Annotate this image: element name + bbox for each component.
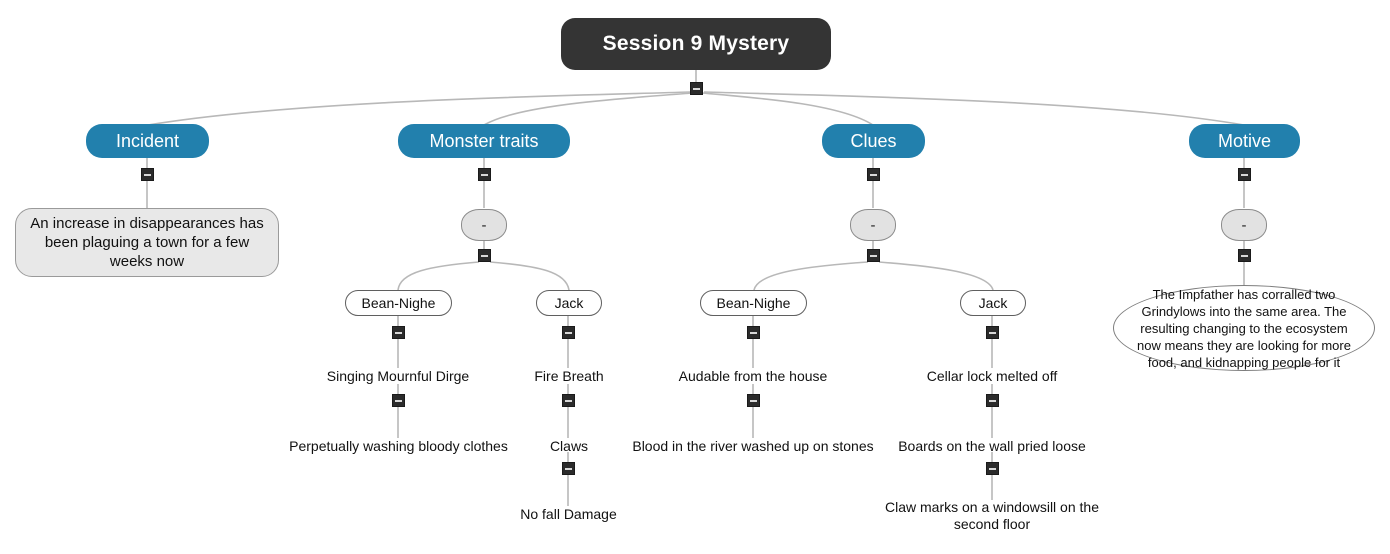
toggle-clues-jack[interactable] [986, 326, 999, 339]
leaf-monster-bean-trait-2[interactable]: Perpetually washing bloody clothes [281, 436, 516, 456]
toggle-clues-jack-trait-2[interactable] [986, 462, 999, 475]
sub-node-monster-bean-nighe-label: Bean-Nighe [361, 295, 436, 311]
leaf-clues-bean-trait-2-label: Blood in the river washed up on stones [632, 437, 874, 454]
note-motive[interactable]: The Impfather has corralled two Grindylo… [1113, 285, 1375, 371]
toggle-clues-oval[interactable] [867, 249, 880, 262]
root-node-label: Session 9 Mystery [602, 32, 790, 55]
edge-monster-to-bean [397, 261, 480, 291]
leaf-monster-jack-trait-2[interactable]: Claws [518, 436, 620, 456]
edge-root-to-incident [147, 91, 691, 126]
toggle-monster-bean-nighe[interactable] [392, 326, 405, 339]
leaf-monster-jack-trait-1[interactable]: Fire Breath [504, 366, 634, 386]
toggle-clues[interactable] [867, 168, 880, 181]
branch-label-motive: Motive [1217, 130, 1271, 151]
leaf-clues-jack-trait-3[interactable]: Claw marks on a windowsill on the second… [884, 498, 1100, 534]
leaf-clues-jack-trait-1[interactable]: Cellar lock melted off [912, 366, 1072, 386]
toggle-monster-jack[interactable] [562, 326, 575, 339]
sub-node-monster-bean-nighe[interactable]: Bean-Nighe [345, 290, 452, 316]
collapse-oval-clues-label: - [870, 216, 876, 234]
branch-node-clues[interactable]: Clues [822, 124, 925, 158]
leaf-monster-jack-trait-2-label: Claws [549, 437, 589, 454]
toggle-monster-traits-oval[interactable] [478, 249, 491, 262]
toggle-clues-jack-trait-1[interactable] [986, 394, 999, 407]
sub-node-monster-jack-label: Jack [554, 295, 584, 311]
branch-node-motive[interactable]: Motive [1189, 124, 1300, 158]
leaf-monster-jack-trait-3[interactable]: No fall Damage [500, 504, 637, 524]
note-incident[interactable]: An increase in disappearances has been p… [15, 208, 279, 277]
edge-root-to-clues [701, 92, 874, 126]
branch-node-incident[interactable]: Incident [86, 124, 209, 158]
leaf-monster-jack-trait-3-label: No fall Damage [520, 505, 617, 522]
toggle-monster-jack-trait-1[interactable] [562, 394, 575, 407]
toggle-monster-bean-trait-1[interactable] [392, 394, 405, 407]
leaf-clues-jack-trait-2[interactable]: Boards on the wall pried loose [888, 436, 1096, 456]
toggle-incident[interactable] [141, 168, 154, 181]
collapse-oval-monster-traits-label: - [481, 216, 487, 234]
leaf-monster-bean-trait-1[interactable]: Singing Mournful Dirge [298, 366, 498, 386]
edge-clues-to-jack [878, 261, 994, 291]
toggle-monster-jack-trait-2[interactable] [562, 462, 575, 475]
branch-label-incident: Incident [115, 130, 180, 151]
collapse-oval-motive[interactable]: - [1221, 209, 1267, 241]
leaf-monster-bean-trait-2-label: Perpetually washing bloody clothes [289, 437, 508, 454]
sub-node-monster-jack[interactable]: Jack [536, 290, 602, 316]
edge-root-to-motive [703, 91, 1245, 126]
edge-root-to-monster [483, 92, 693, 126]
branch-label-clues: Clues [850, 130, 897, 151]
toggle-root[interactable] [690, 82, 703, 95]
branch-node-monster-traits[interactable]: Monster traits [398, 124, 570, 158]
note-motive-text: The Impfather has corralled two Grindylo… [1137, 286, 1351, 370]
root-node[interactable]: Session 9 Mystery [561, 18, 831, 70]
leaf-clues-bean-trait-1-label: Audable from the house [678, 367, 828, 384]
toggle-motive-oval[interactable] [1238, 249, 1251, 262]
leaf-clues-bean-trait-2[interactable]: Blood in the river washed up on stones [627, 436, 879, 456]
toggle-clues-bean-trait-1[interactable] [747, 394, 760, 407]
toggle-motive[interactable] [1238, 168, 1251, 181]
note-incident-text: An increase in disappearances has been p… [30, 215, 264, 270]
collapse-oval-motive-label: - [1241, 216, 1247, 234]
sub-node-clues-jack-label: Jack [978, 295, 1008, 311]
leaf-clues-jack-trait-1-label: Cellar lock melted off [926, 367, 1058, 384]
toggle-monster-traits[interactable] [478, 168, 491, 181]
sub-node-clues-bean-nighe[interactable]: Bean-Nighe [700, 290, 807, 316]
edge-clues-to-bean [753, 261, 869, 291]
leaf-monster-jack-trait-1-label: Fire Breath [534, 367, 604, 384]
collapse-oval-monster-traits[interactable]: - [461, 209, 507, 241]
sub-node-clues-jack[interactable]: Jack [960, 290, 1026, 316]
sub-node-clues-bean-nighe-label: Bean-Nighe [716, 295, 791, 311]
leaf-monster-bean-trait-1-label: Singing Mournful Dirge [326, 367, 470, 384]
leaf-clues-jack-trait-3-label: Claw marks on a windowsill on the second… [885, 499, 1099, 532]
collapse-oval-clues[interactable]: - [850, 209, 896, 241]
leaf-clues-jack-trait-2-label: Boards on the wall pried loose [898, 437, 1086, 454]
branch-label-monster-traits: Monster traits [429, 130, 539, 151]
leaf-clues-bean-trait-1[interactable]: Audable from the house [673, 366, 833, 386]
toggle-clues-bean-nighe[interactable] [747, 326, 760, 339]
edge-monster-to-jack [489, 261, 570, 291]
